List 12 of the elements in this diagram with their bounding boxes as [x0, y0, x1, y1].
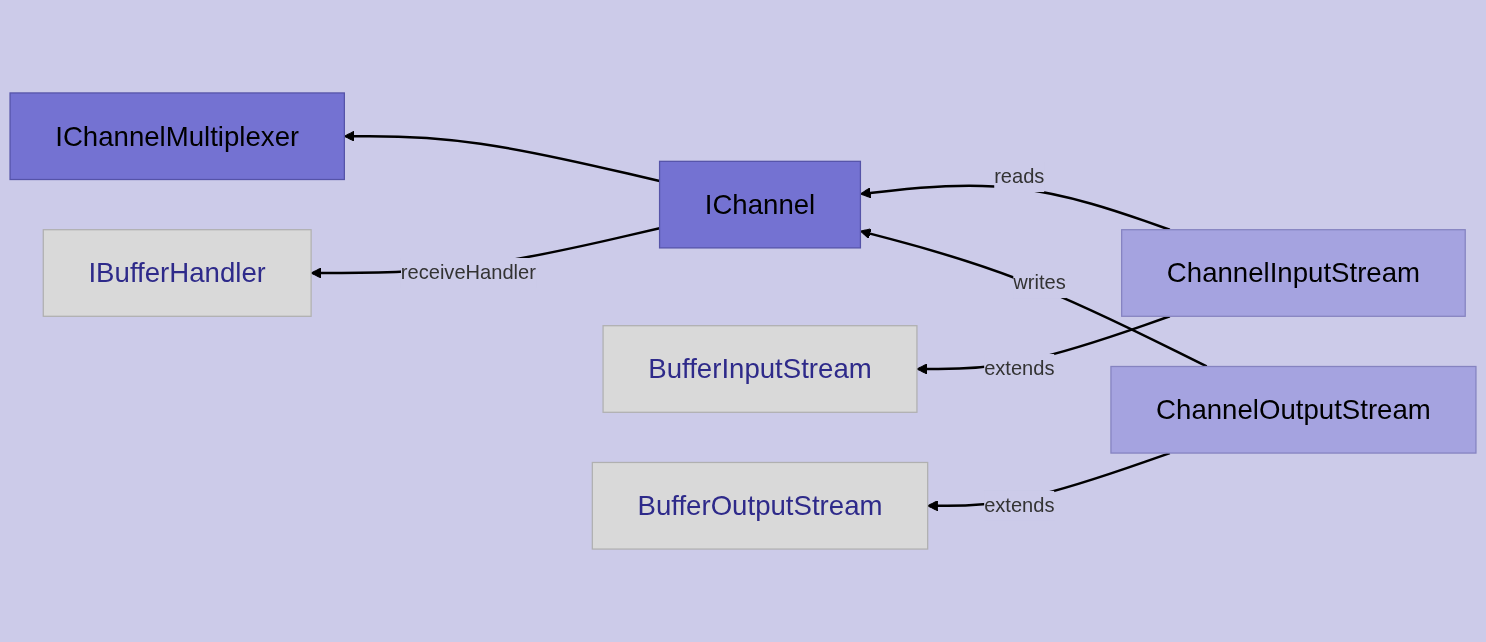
node-box: IChannel	[658, 160, 862, 249]
edge-label: writes	[1013, 271, 1066, 294]
node-box: BufferInputStream	[602, 325, 918, 413]
edge-label: reads	[994, 165, 1045, 188]
node-box: ChannelInputStream	[1121, 229, 1466, 317]
node-box: BufferOutputStream	[591, 461, 929, 550]
edge-label: extends	[984, 494, 1055, 516]
node-box: IBufferHandler	[42, 229, 312, 317]
node-box: ChannelOutputStream	[1110, 365, 1477, 454]
edge-label: extends	[984, 357, 1055, 380]
node-box: IChannelMultiplexer	[9, 92, 345, 181]
edge-label: receiveHandler	[400, 261, 536, 284]
